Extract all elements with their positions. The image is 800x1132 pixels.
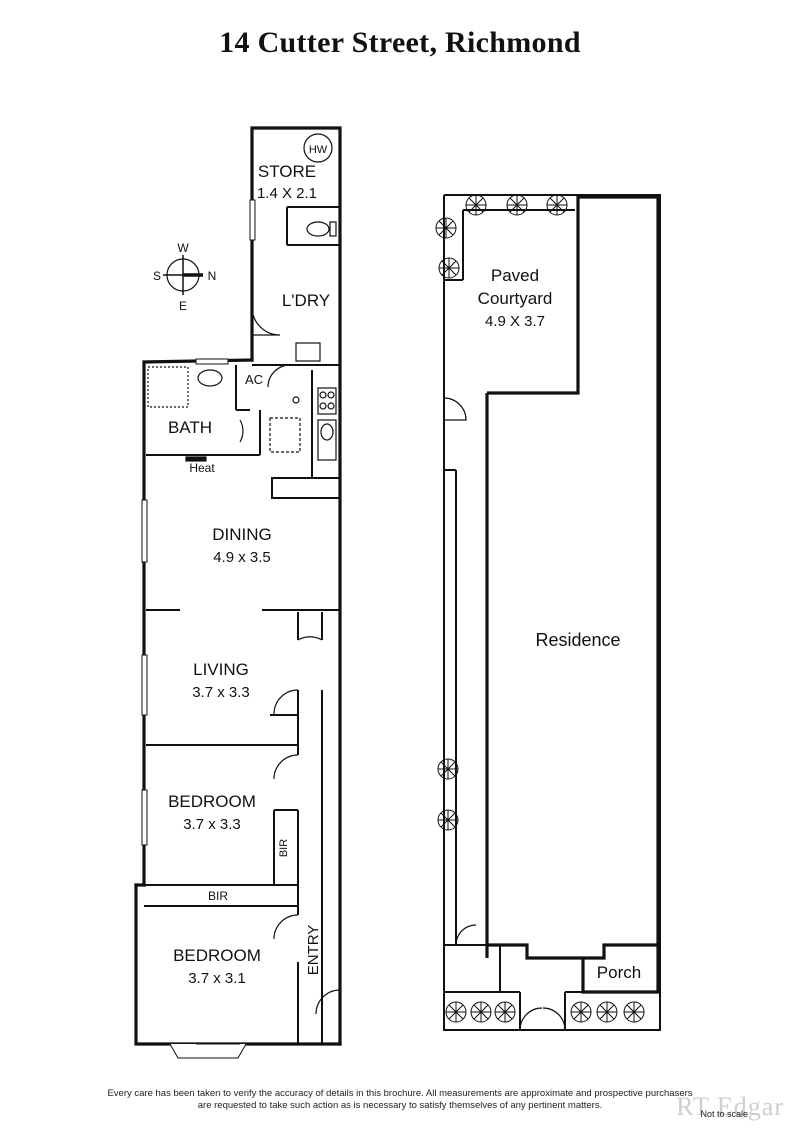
shrubs [435,194,645,1023]
courtyard-size: 4.9 X 3.7 [485,313,545,330]
not-to-scale-note: Not to scale [700,1109,748,1119]
living-label: LIVING [193,660,249,679]
bir2-label: BIR [208,889,228,903]
disclaimer: Every care has been taken to verify the … [40,1088,760,1112]
store-size: 1.4 X 2.1 [257,185,317,202]
internal-walls [144,206,340,1044]
dining-size: 4.9 x 3.5 [213,549,271,566]
shrub-icon [494,1001,516,1023]
compass-s: S [153,269,161,283]
store-label: STORE [258,162,316,181]
laundry-trough [295,342,321,362]
shrub-icon [546,194,568,216]
shrub-icon [596,1001,618,1023]
windows [141,199,256,1059]
courtyard-label-1: Paved [491,266,539,285]
brand-watermark: RT Edgar [676,1092,784,1121]
bath-label: BATH [168,418,212,437]
shrub-icon [438,257,460,279]
disclaimer-line-2: are requested to take such action as is … [197,1100,603,1111]
bedroom1-label: BEDROOM [168,792,256,811]
shrub-icon [506,194,528,216]
compass-n: N [208,269,217,283]
compass-w: W [177,241,189,255]
bedroom1-size: 3.7 x 3.3 [183,816,241,833]
ac-label: AC [245,372,263,387]
shrub-icon [445,1001,467,1023]
laundry-label: L'DRY [282,291,330,310]
heat-label: Heat [189,461,215,475]
site-boundary [443,194,661,1031]
cooktop [317,387,337,415]
bedroom2-label: BEDROOM [173,946,261,965]
residence-label: Residence [535,630,620,650]
compass-icon: W S N E [153,241,216,313]
disclaimer-line-1: Every care has been taken to verify the … [107,1088,693,1099]
living-size: 3.7 x 3.3 [192,684,250,701]
bedroom2-size: 3.7 x 3.1 [188,970,246,987]
shrub-icon [470,1001,492,1023]
toilet [306,221,330,237]
bir1-label: BIR [278,839,290,857]
shrub-icon [435,217,457,239]
shrub-icon [623,1001,645,1023]
kitchen-sink [317,419,337,461]
basin [197,369,223,387]
dining-label: DINING [212,525,272,544]
hw-label: HW [309,144,328,156]
shrub-icon [437,809,459,831]
shrub-icon [437,758,459,780]
page-title: 14 Cutter Street, Richmond [219,26,581,59]
site-door-swings [443,397,566,1031]
fridge [269,417,301,453]
shrub-icon [570,1001,592,1023]
residence-walls [485,195,660,994]
shrub-icon [465,194,487,216]
compass-e: E [179,299,187,313]
fixtures [147,133,337,462]
courtyard-label-2: Courtyard [478,289,553,308]
porch-label: Porch [597,963,641,982]
entry-label: ENTRY [305,925,322,976]
shower [147,366,189,408]
hot-water-unit [303,133,333,163]
door-swings [239,306,341,1015]
